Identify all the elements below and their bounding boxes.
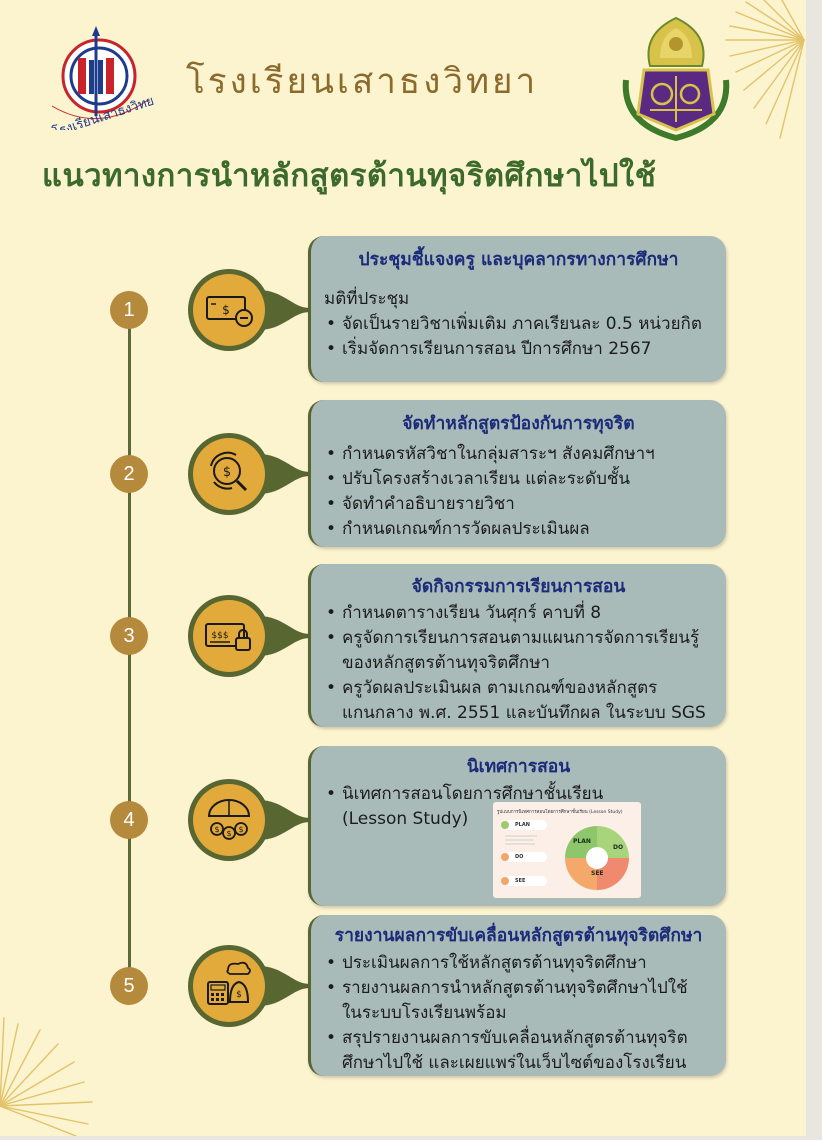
umbrella-coins-icon: $ $ $ (188, 779, 310, 861)
svg-text:$: $ (226, 829, 231, 838)
step-card-2: จัดทำหลักสูตรป้องกันการทุจริต กำหนดรหัสว… (308, 400, 726, 547)
list-item-text: ในระบบโรงเรียนพร้อม (342, 1003, 507, 1023)
step-title: รายงานผลการขับเคลื่อนหลักสูตรต้านทุจริตศ… (334, 926, 703, 946)
list-item-text: ประเมินผลการใช้หลักสูตรต้านทุจริตศึกษา (342, 953, 647, 973)
list-item-text: ครูวัดผลประเมินผล ตามเกณฑ์ของหลักสูตร (342, 678, 658, 698)
list-item-text: ของหลักสูตรต้านทุจริตศึกษา (342, 653, 550, 673)
list-item: ครูจัดการเรียนการสอนตามแผนการจัดการเรียน… (324, 626, 726, 676)
page-title: แนวทางการนำหลักสูตรต้านทุจริตศึกษาไปใช้ (42, 158, 657, 194)
list-item: จัดเป็นรายวิชาเพิ่มเติม ภาคเรียนละ 0.5 ห… (324, 312, 726, 337)
list-item: เริ่มจัดการเรียนการสอน ปีการศึกษา 2567 (324, 337, 726, 362)
step-intro: มติที่ประชุม (324, 289, 410, 309)
list-item: ประเมินผลการใช้หลักสูตรต้านทุจริตศึกษา (324, 951, 726, 976)
lesson-label-do-left: DO (515, 854, 524, 860)
list-item-text: นิเทศการสอนโดยการศึกษาชั้นเรียน (342, 784, 604, 804)
lesson-study-diagram-image: รูปแบบการนิเทศการสอนโดยการศึกษาชั้นเรียน… (493, 802, 641, 898)
list-item: จัดทำคำอธิบายรายวิชา (324, 492, 726, 517)
step-body: กำหนดตารางเรียน วันศุกร์ คาบที่ 8 ครูจัด… (311, 600, 726, 726)
infographic-page: โรงเรียนเสาธงวิทยา โรงเรียนเสาธงวิทยา แน… (0, 0, 806, 1136)
lesson-label-plan: PLAN (573, 838, 591, 845)
lesson-label-do: DO (613, 844, 624, 851)
list-item: สรุปรายงานผลการขับเคลื่อนหลักสูตรต้านทุจ… (324, 1026, 726, 1076)
card-lock-icon: $$$ (188, 595, 310, 677)
step-number-2: 2 (110, 455, 148, 493)
step-number-4: 4 (110, 801, 148, 839)
list-item-text: (Lesson Study) (342, 809, 469, 829)
list-item: ปรับโครงสร้างเวลาเรียน แต่ละระดับชั้น (324, 467, 726, 492)
lesson-label-see-left: SEE (515, 878, 526, 884)
step-card-3: จัดกิจกรรมการเรียนการสอน กำหนดตารางเรียน… (308, 564, 726, 727)
step-card-5: รายงานผลการขับเคลื่อนหลักสูตรต้านทุจริตศ… (308, 915, 726, 1076)
school-logo-left: โรงเรียนเสาธงวิทยา (51, 26, 154, 130)
step-body: ประเมินผลการใช้หลักสูตรต้านทุจริตศึกษา ร… (311, 949, 726, 1076)
pdca-cycle-graphic (501, 820, 629, 890)
step-number-3: 3 (110, 617, 148, 655)
sun-rays-decoration-bottom-left (0, 1017, 93, 1136)
list-item: กำหนดรหัสวิชาในกลุ่มสาระฯ สังคมศึกษาฯ (324, 442, 726, 467)
step-title: จัดกิจกรรมการเรียนการสอน (411, 577, 626, 597)
step-body: มติที่ประชุม จัดเป็นรายวิชาเพิ่มเติม ภาค… (311, 273, 726, 362)
money-search-icon: $ (188, 433, 310, 515)
money-minus-icon: $ (188, 269, 310, 351)
step-title: นิเทศการสอน (466, 757, 571, 777)
svg-text:$: $ (222, 303, 230, 317)
school-emblem-right (622, 16, 730, 142)
svg-text:$: $ (214, 825, 219, 834)
lesson-label-plan-left: PLAN (515, 822, 530, 828)
list-item-text: สรุปรายงานผลการขับเคลื่อนหลักสูตรต้านทุจ… (342, 1028, 688, 1048)
step-body: นิเทศการสอนโดยการศึกษาชั้นเรียน (Lesson S… (311, 780, 726, 832)
step-number-1: 1 (110, 291, 148, 329)
list-item: รายงานผลการนำหลักสูตรต้านทุจริตศึกษาไปใช… (324, 976, 726, 1026)
list-item: กำหนดตารางเรียน วันศุกร์ คาบที่ 8 (324, 601, 726, 626)
sun-rays-decoration-top-right (725, 0, 805, 139)
step-body: กำหนดรหัสวิชาในกลุ่มสาระฯ สังคมศึกษาฯ ปร… (311, 437, 726, 542)
list-item: ครูวัดผลประเมินผล ตามเกณฑ์ของหลักสูตรแกน… (324, 676, 726, 726)
step-title: จัดทำหลักสูตรป้องกันการทุจริต (402, 414, 635, 434)
list-item: กำหนดเกณฑ์การวัดผลประเมินผล (324, 517, 726, 542)
list-item-text: รายงานผลการนำหลักสูตรต้านทุจริตศึกษาไปใช… (342, 978, 688, 998)
calculator-chef-icon: $ (188, 945, 310, 1027)
list-item: นิเทศการสอนโดยการศึกษาชั้นเรียน (Lesson S… (324, 782, 726, 832)
step-card-1: ประชุมชี้แจงครู และบุคลากรทางการศึกษา มต… (308, 236, 726, 382)
list-item-text: แกนกลาง พ.ศ. 2551 และบันทึกผล ในระบบ SGS (342, 703, 706, 723)
list-item-text: กำหนดตารางเรียน วันศุกร์ คาบที่ 8 (342, 603, 602, 623)
list-item-text: ครูจัดการเรียนการสอนตามแผนการจัดการเรียน… (342, 628, 700, 648)
svg-text:$$$: $$$ (211, 631, 228, 641)
step-card-4: นิเทศการสอน นิเทศการสอนโดยการศึกษาชั้นเร… (308, 746, 726, 906)
svg-text:$: $ (238, 825, 243, 834)
lesson-image-heading: รูปแบบการนิเทศการสอนโดยการศึกษาชั้นเรียน… (497, 810, 623, 815)
step-number-5: 5 (110, 967, 148, 1005)
lesson-label-see: SEE (591, 870, 604, 877)
school-name: โรงเรียนเสาธงวิทยา (186, 62, 539, 102)
step-title: ประชุมชี้แจงครู และบุคลากรทางการศึกษา (358, 250, 679, 270)
svg-text:$: $ (223, 465, 231, 480)
list-item-text: ศึกษาไปใช้ และเผยแพร่ในเว็บไซต์ของโรงเรี… (342, 1053, 687, 1073)
svg-text:$: $ (236, 990, 242, 1000)
